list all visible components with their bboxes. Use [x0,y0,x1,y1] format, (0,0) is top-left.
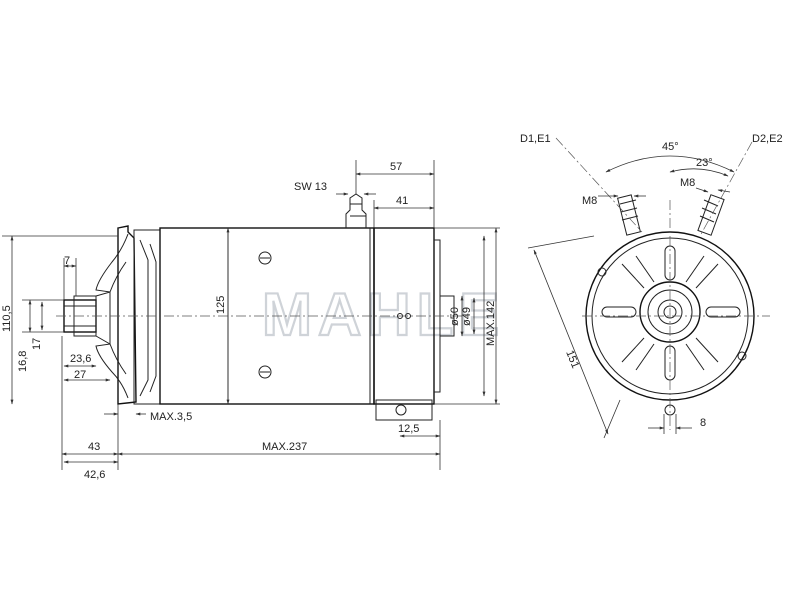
dim-43: 43 [88,441,100,453]
dim-125: 125 [215,296,227,314]
housing-screw [258,251,272,265]
dim-17: 17 [31,338,43,350]
dim-42-6: 42,6 [84,469,105,481]
label-m8-right: M8 [680,177,695,189]
housing-screw [258,365,272,379]
dim-12-5: 12,5 [398,423,419,435]
dim-8: 8 [700,417,706,429]
mounting-hole [737,351,747,361]
dim-23deg: 23° [696,157,713,169]
label-d2e2: D2,E2 [752,133,783,145]
terminal-stud-left [617,194,641,236]
flange-bracket-upper [95,233,129,293]
flange-bracket-lower [95,343,129,399]
dim-d49: ø49 [461,307,473,326]
dim-16-8: 16,8 [17,351,29,372]
dim-7: 7 [64,255,70,267]
dim-23-6: 23,6 [70,353,91,365]
dim-41: 41 [396,195,408,207]
side-view: 57 41 SW 13 MAX.142 ø50 ø49 125 MAX.3,5 … [1,160,500,481]
dim-max237: MAX.237 [262,441,307,453]
terminal-stud [345,193,367,228]
dim-45deg: 45° [662,141,679,153]
dim-110-5: 110,5 [1,305,13,332]
dim-d50: ø50 [449,307,461,326]
dim-151: 151 [563,349,581,371]
terminal-stud-right [697,194,725,236]
end-cap-screw [395,404,407,416]
label-m8-left: M8 [582,195,597,207]
end-view: 45° 23° D1,E1 D2,E2 M8 M8 151 8 [520,133,783,439]
dim-27: 27 [74,369,86,381]
cooling-slots [601,245,741,381]
label-d1e1: D1,E1 [520,133,551,145]
dim-max35: MAX.3,5 [150,411,192,423]
dim-max142: MAX.142 [485,301,497,346]
dim-57: 57 [390,161,402,173]
watermark: MAHLE [262,281,505,348]
dim-sw13: SW 13 [294,181,327,193]
flange-outline [117,225,137,405]
